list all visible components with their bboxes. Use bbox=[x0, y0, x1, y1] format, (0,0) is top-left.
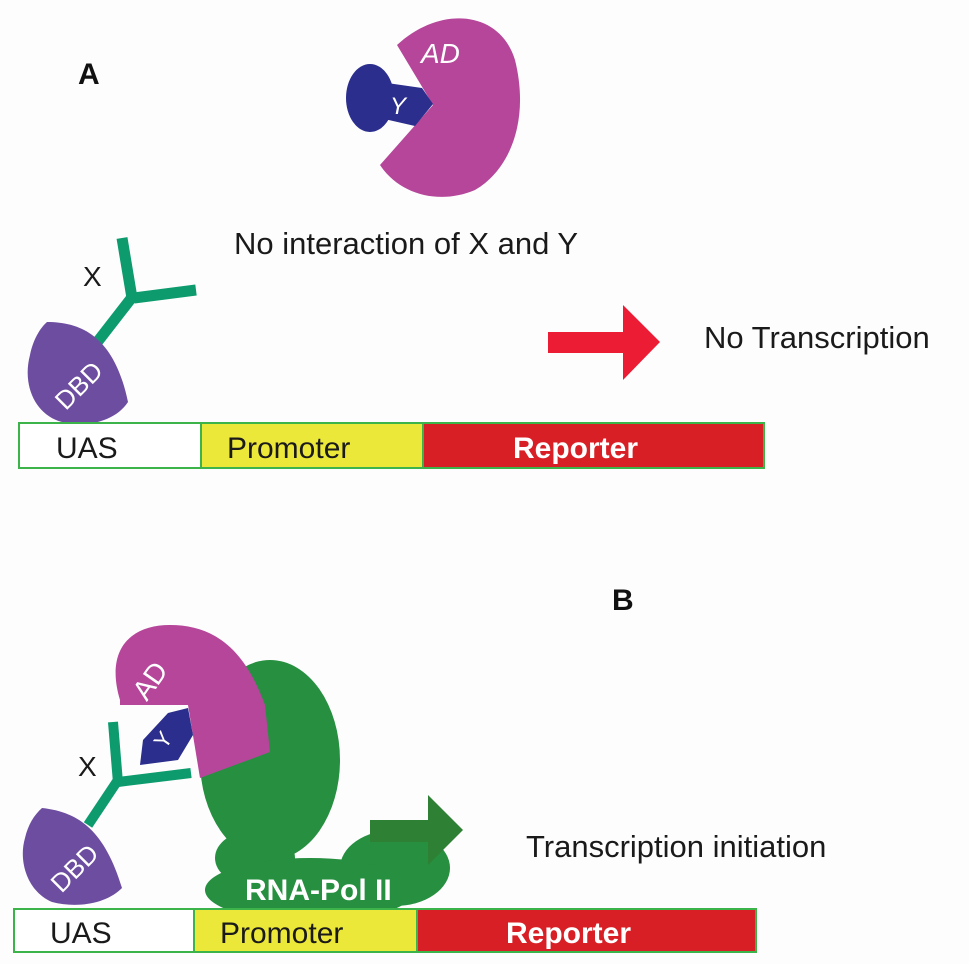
bait-label: X bbox=[78, 751, 97, 782]
panel-b-label: B bbox=[612, 584, 634, 617]
bait-arm-right bbox=[117, 768, 192, 787]
panel-a: A AD Y No interaction of X and Y X DBD N… bbox=[18, 18, 930, 469]
uas-segment bbox=[13, 908, 195, 953]
prey-label: Y bbox=[390, 93, 408, 120]
bait-arm-top bbox=[108, 721, 123, 784]
no-interaction-caption: No interaction of X and Y bbox=[234, 226, 578, 261]
dna-binding-domain-a: DBD bbox=[27, 322, 128, 425]
panel-b: B RNA-Pol II AD Y X DBD bbox=[13, 584, 826, 953]
dna-construct-b: UAS Promoter Reporter bbox=[13, 908, 757, 953]
bait-stem bbox=[90, 292, 138, 349]
promoter-label: Promoter bbox=[227, 432, 350, 465]
reporter-segment bbox=[416, 908, 757, 953]
prey-body bbox=[380, 82, 433, 126]
reporter-label: Reporter bbox=[506, 917, 631, 950]
ad-shape bbox=[115, 625, 270, 778]
bait-protein-x-b: X bbox=[78, 721, 192, 828]
uas-label: UAS bbox=[56, 432, 118, 465]
transcription-initiation-label: Transcription initiation bbox=[526, 829, 826, 864]
reporter-segment bbox=[422, 422, 765, 469]
prey-shape bbox=[140, 708, 193, 765]
panel-a-label: A bbox=[78, 58, 100, 91]
pol-base bbox=[205, 858, 415, 922]
rna-pol-label: RNA-Pol II bbox=[245, 874, 392, 907]
reporter-label: Reporter bbox=[513, 432, 638, 465]
activation-domain-a: AD bbox=[380, 18, 521, 197]
bait-label: X bbox=[83, 261, 102, 292]
transcription-arrow-icon bbox=[370, 795, 463, 865]
uas-segment bbox=[18, 422, 202, 469]
dna-construct-a: UAS Promoter Reporter bbox=[18, 422, 765, 469]
bait-arm-right bbox=[133, 284, 197, 304]
prey-protein-y-b: Y bbox=[140, 708, 193, 765]
promoter-segment bbox=[200, 422, 424, 469]
ad-label: AD bbox=[419, 38, 460, 69]
ad-shape bbox=[380, 18, 521, 197]
prey-protein-y-a: Y bbox=[346, 64, 433, 132]
rna-polymerase-ii: RNA-Pol II bbox=[200, 660, 450, 922]
dbd-shape bbox=[27, 322, 128, 425]
dna-binding-domain-b: DBD bbox=[22, 808, 123, 905]
dbd-shape bbox=[22, 808, 123, 905]
no-transcription-label: No Transcription bbox=[704, 320, 930, 355]
bait-stem bbox=[83, 777, 123, 828]
bait-protein-x-a: X bbox=[83, 237, 197, 349]
no-transcription-arrow-icon bbox=[548, 305, 660, 380]
bait-arm-top bbox=[116, 237, 138, 299]
promoter-segment bbox=[193, 908, 418, 953]
activation-domain-b: AD bbox=[115, 625, 270, 778]
uas-label: UAS bbox=[50, 917, 112, 950]
promoter-label: Promoter bbox=[220, 917, 343, 950]
